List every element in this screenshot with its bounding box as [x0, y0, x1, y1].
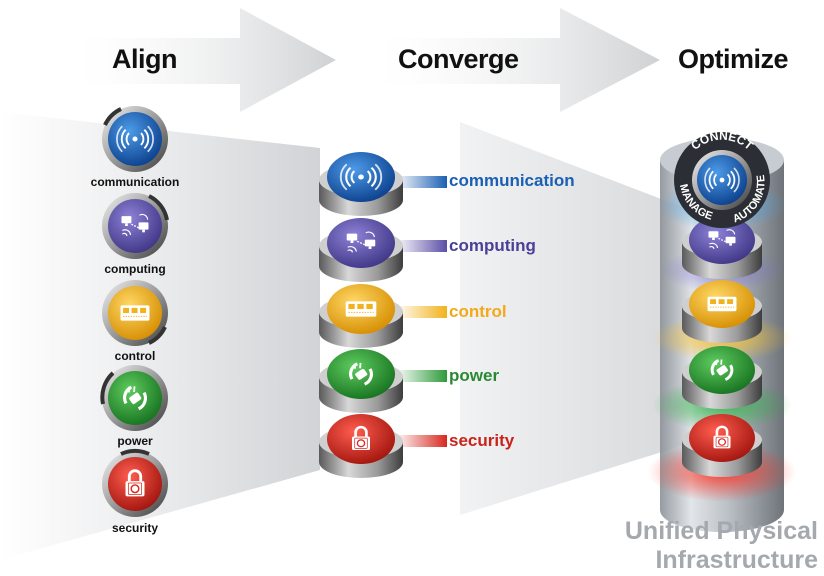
- caption: Unified Physical Infrastructure: [610, 517, 818, 575]
- align-label-power: power: [117, 434, 153, 448]
- converge-stack: [319, 152, 403, 478]
- converge-security-puck: [319, 414, 403, 478]
- optimize-security-puck: [682, 414, 762, 477]
- converge-label-power: power: [449, 366, 500, 385]
- phase-title-align: Align: [112, 44, 178, 74]
- converge-label-computing: computing: [449, 236, 536, 255]
- converge-label-security: security: [449, 431, 515, 450]
- optimize-cylinder: CONNECT MANAGE AUTOMATE: [648, 129, 796, 532]
- computing-bar: [395, 240, 447, 252]
- align-control-icon: [102, 280, 168, 346]
- align-computing-icon: [102, 193, 169, 259]
- power-bar: [395, 370, 447, 382]
- align-arrow: [76, 8, 336, 112]
- converge-communication-puck: [319, 152, 403, 216]
- converge-power-puck: [319, 349, 403, 413]
- caption-line-2: Infrastructure: [655, 546, 818, 574]
- align-power-icon: [100, 365, 168, 431]
- converge-connector-bars: [395, 176, 447, 447]
- phase-title-optimize: Optimize: [678, 44, 789, 74]
- converge-control-puck: [319, 284, 403, 348]
- converge-computing-puck: [319, 218, 403, 282]
- align-icons: [100, 106, 169, 517]
- optimize-control-puck: [682, 280, 762, 343]
- optimize-communication-puck: [674, 132, 770, 228]
- align-communication-icon: [102, 106, 168, 172]
- align-label-control: control: [114, 349, 156, 363]
- communication-bar: [395, 176, 447, 188]
- phase-title-converge: Converge: [398, 44, 519, 74]
- align-label-security: security: [111, 521, 159, 535]
- phase-arrows: [76, 8, 660, 112]
- align-label-computing: computing: [104, 262, 166, 276]
- optimize-computing-puck: [682, 216, 762, 279]
- control-bar: [395, 306, 447, 318]
- converge-label-control: control: [449, 302, 507, 321]
- converge-arrow: [378, 8, 660, 112]
- align-security-icon: [102, 448, 168, 517]
- security-bar: [395, 435, 447, 447]
- converge-label-communication: communication: [449, 171, 575, 190]
- converge-funnel: [460, 122, 700, 515]
- caption-line-1: Unified Physical: [624, 517, 818, 545]
- optimize-power-puck: [682, 346, 762, 409]
- align-label-communication: communication: [90, 175, 180, 189]
